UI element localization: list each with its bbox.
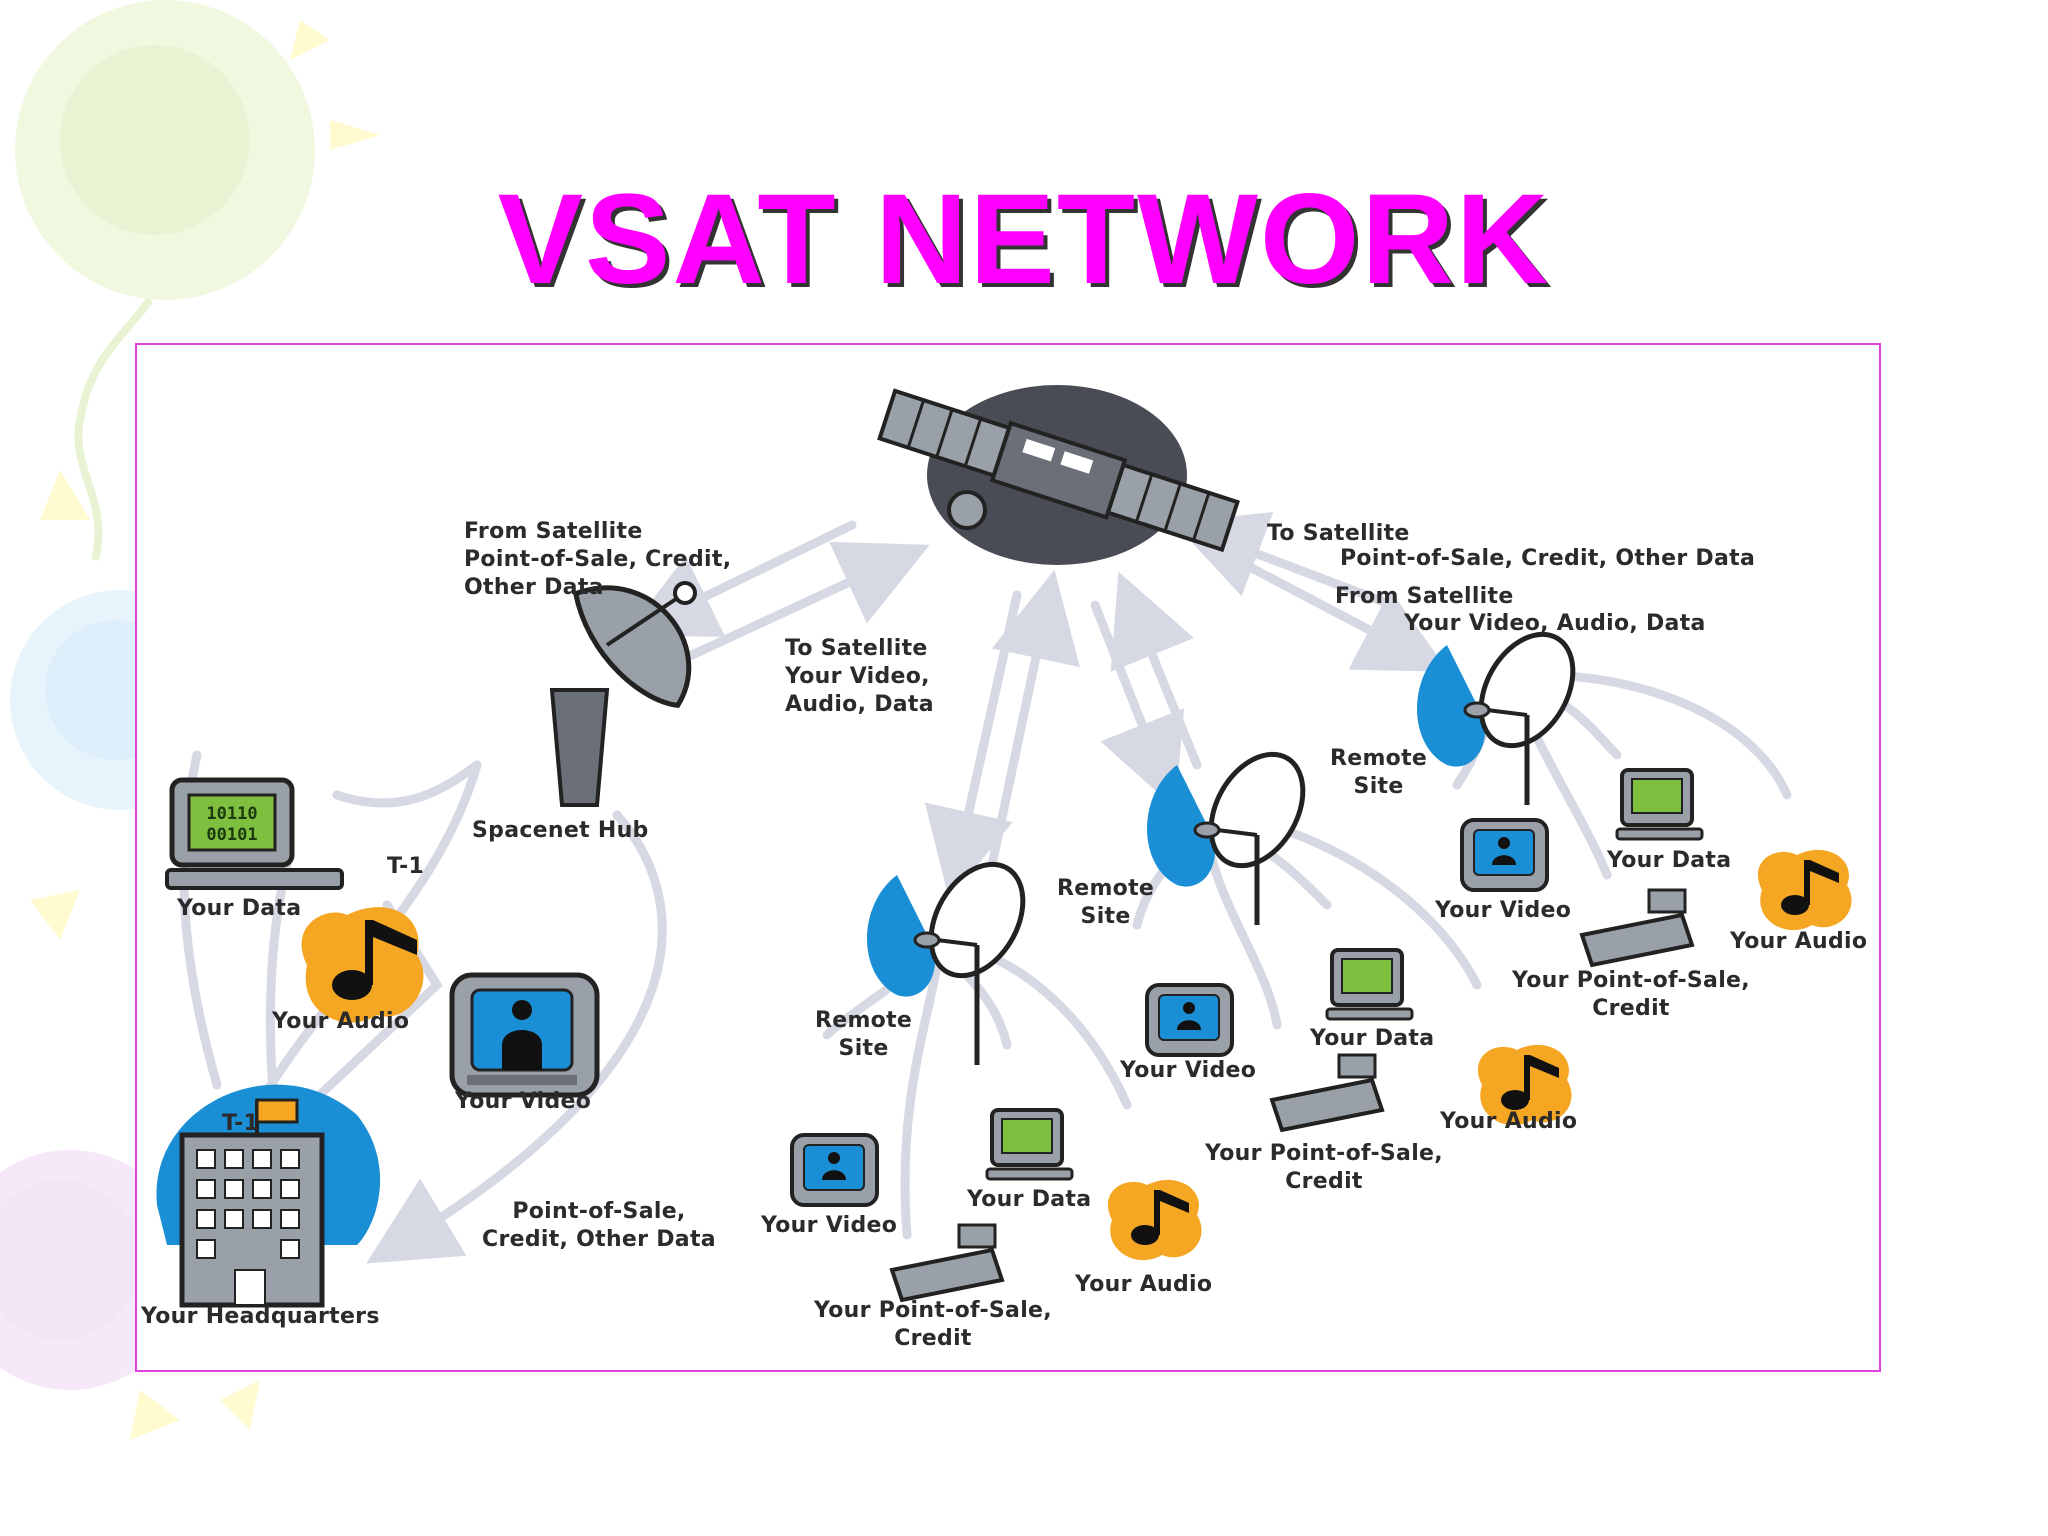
music-note-icon (301, 907, 424, 1023)
remote-site-1-computer-icon (985, 1108, 1074, 1181)
screen-digits-line1: 10110 (206, 804, 257, 824)
hub-dish-icon (549, 581, 697, 807)
remote-site-3-tv-icon (1460, 818, 1549, 892)
spacenet-hub-label: Spacenet Hub (472, 818, 649, 843)
remote-site-1-dish-icon (867, 861, 1026, 1065)
remote-site-2-video-label: Your Video (1120, 1058, 1257, 1083)
network-illustration: 10110 00101 (156, 385, 1852, 1308)
remote-site-2-music-icon (1477, 1044, 1572, 1126)
remote-site-3-audio-label: Your Audio (1730, 929, 1868, 954)
hq-pos-flow-label: Point-of-Sale, Credit, Other Data (482, 1199, 716, 1252)
remote-site-1-label: Remote Site (815, 1008, 913, 1061)
remote-site-3-dish-icon (1417, 631, 1576, 805)
remote-site-3-video-label: Your Video (1435, 898, 1572, 923)
remote-site-1-music-icon (1107, 1179, 1202, 1261)
hq-t1-label-bottom: T-1 (222, 1111, 260, 1136)
remote-site-1-data-label: Your Data (967, 1187, 1092, 1212)
remote-site-2-pos-label: Your Point-of-Sale, Credit (1205, 1141, 1443, 1194)
to-satellite-right-detail: Point-of-Sale, Credit, Other Data (1340, 546, 1756, 571)
remote-site-2-register-icon (1269, 1053, 1385, 1133)
page-title: VSAT NETWORK (497, 168, 1551, 311)
remote-site-2-label: Remote Site (1057, 876, 1155, 929)
remote-site-2-audio-label: Your Audio (1440, 1109, 1578, 1134)
remote-site-1-pos-label: Your Point-of-Sale, Credit (814, 1298, 1052, 1351)
screen-digits-line2: 00101 (206, 825, 257, 845)
from-satellite-hub-label: From Satellite Point-of-Sale, Credit, Ot… (464, 519, 732, 600)
remote-site-1-tv-icon (790, 1133, 879, 1207)
from-satellite-right-detail: Your Video, Audio, Data (1404, 611, 1706, 636)
hq-audio-label: Your Audio (272, 1009, 410, 1034)
to-satellite-right-label: To Satellite (1267, 521, 1410, 546)
remote-site-1-video-label: Your Video (761, 1213, 898, 1238)
remote-site-3-register-icon (1579, 888, 1695, 968)
remote-site-3-music-icon (1757, 849, 1852, 931)
remote-site-1-register-icon (889, 1223, 1005, 1303)
remote-site-2-tv-icon (1145, 983, 1234, 1057)
to-satellite-hub-label: To Satellite Your Video, Audio, Data (785, 636, 934, 717)
from-satellite-right-label: From Satellite (1335, 584, 1514, 609)
remote-site-2-dish-icon (1147, 751, 1306, 925)
hq-data-label: Your Data (177, 896, 302, 921)
remote-site-3-data-label: Your Data (1607, 848, 1732, 873)
signal-flow-arrows (179, 512, 1792, 1264)
remote-site-3-pos-label: Your Point-of-Sale, Credit (1512, 968, 1750, 1021)
remote-site-1-audio-label: Your Audio (1075, 1272, 1213, 1297)
remote-site-2-computer-icon (1325, 948, 1414, 1021)
hq-video-label: Your Video (455, 1089, 592, 1114)
remote-site-3-label: Remote Site (1330, 746, 1428, 799)
office-building-icon (156, 1084, 381, 1308)
tv-monitor-icon (449, 972, 600, 1098)
remote-site-2-data-label: Your Data (1310, 1026, 1435, 1051)
headquarters-label: Your Headquarters (141, 1304, 380, 1329)
computer-monitor-icon: 10110 00101 (165, 777, 344, 890)
hq-t1-label-top: T-1 (387, 854, 425, 879)
vsat-network-diagram: 10110 00101 (135, 343, 1881, 1372)
satellite-icon (877, 385, 1240, 565)
remote-site-3-computer-icon (1615, 768, 1704, 841)
